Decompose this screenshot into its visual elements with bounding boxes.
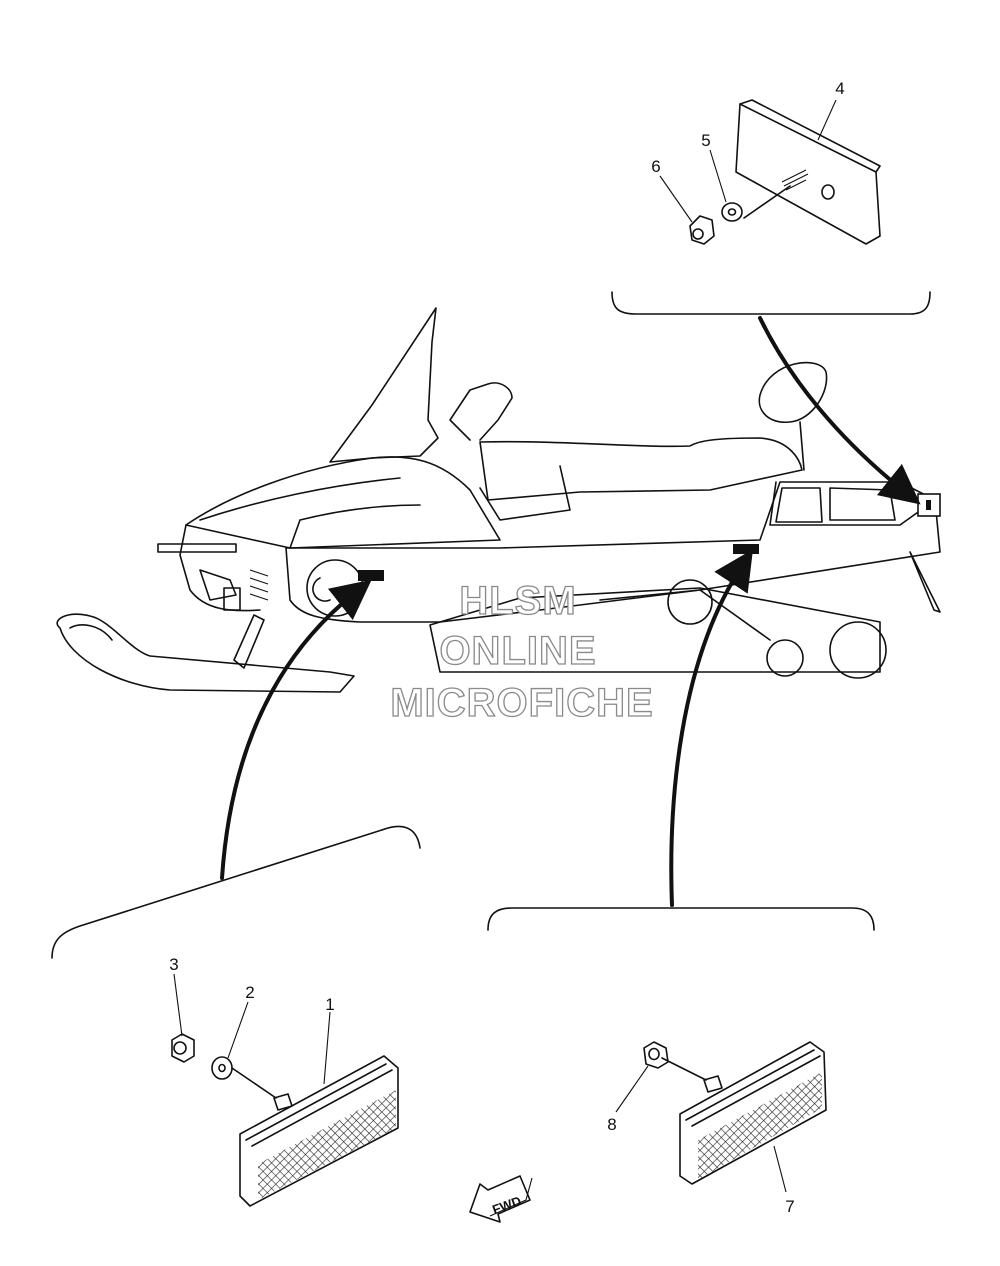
leader-middle	[669, 549, 754, 907]
fwd-direction-marker: FWD	[469, 1175, 533, 1223]
rear-reflector-assembly	[689, 99, 881, 245]
nut-middle-part	[643, 1041, 669, 1069]
reflector-middle-part	[679, 1041, 827, 1185]
callout-4: 4	[835, 79, 844, 98]
callout-6: 6	[651, 157, 660, 176]
washer-front-part	[211, 1056, 233, 1080]
front-reflector-location	[358, 570, 384, 581]
callout-7: 7	[785, 1197, 794, 1216]
reflector-rear-part	[735, 103, 881, 245]
nut-rear-part	[689, 215, 715, 245]
rear-detail-frame	[611, 291, 931, 315]
callout-1: 1	[325, 995, 334, 1014]
front-detail-frame	[51, 825, 421, 959]
leader-front	[220, 579, 372, 880]
washer-rear-part	[721, 202, 743, 222]
watermark-line-1: HLSM	[459, 579, 576, 623]
watermark-line-2: ONLINE	[439, 629, 596, 673]
callout-leaders	[173, 99, 837, 1193]
callout-5: 5	[701, 131, 710, 150]
detail-frames	[51, 291, 931, 959]
leader-rear	[758, 316, 921, 505]
nut-front-part	[171, 1033, 195, 1063]
leader-lines	[220, 316, 921, 907]
fwd-label: FWD	[490, 1193, 523, 1217]
callout-2: 2	[245, 983, 254, 1002]
front-reflector-assembly	[171, 1033, 399, 1207]
middle-detail-frame	[487, 907, 875, 931]
reflector-front-part	[239, 1055, 399, 1207]
watermark-line-3: MICROFICHE	[390, 681, 653, 725]
callout-8: 8	[607, 1115, 616, 1134]
snowmobile-illustration	[56, 307, 941, 693]
middle-reflector-location	[733, 544, 759, 554]
callout-3: 3	[169, 955, 178, 974]
callout-labels: 1 2 3 4 5 6 7 8	[169, 79, 844, 1216]
middle-reflector-assembly	[643, 1041, 827, 1185]
watermark: HLSM ONLINE MICROFICHE	[390, 578, 654, 725]
